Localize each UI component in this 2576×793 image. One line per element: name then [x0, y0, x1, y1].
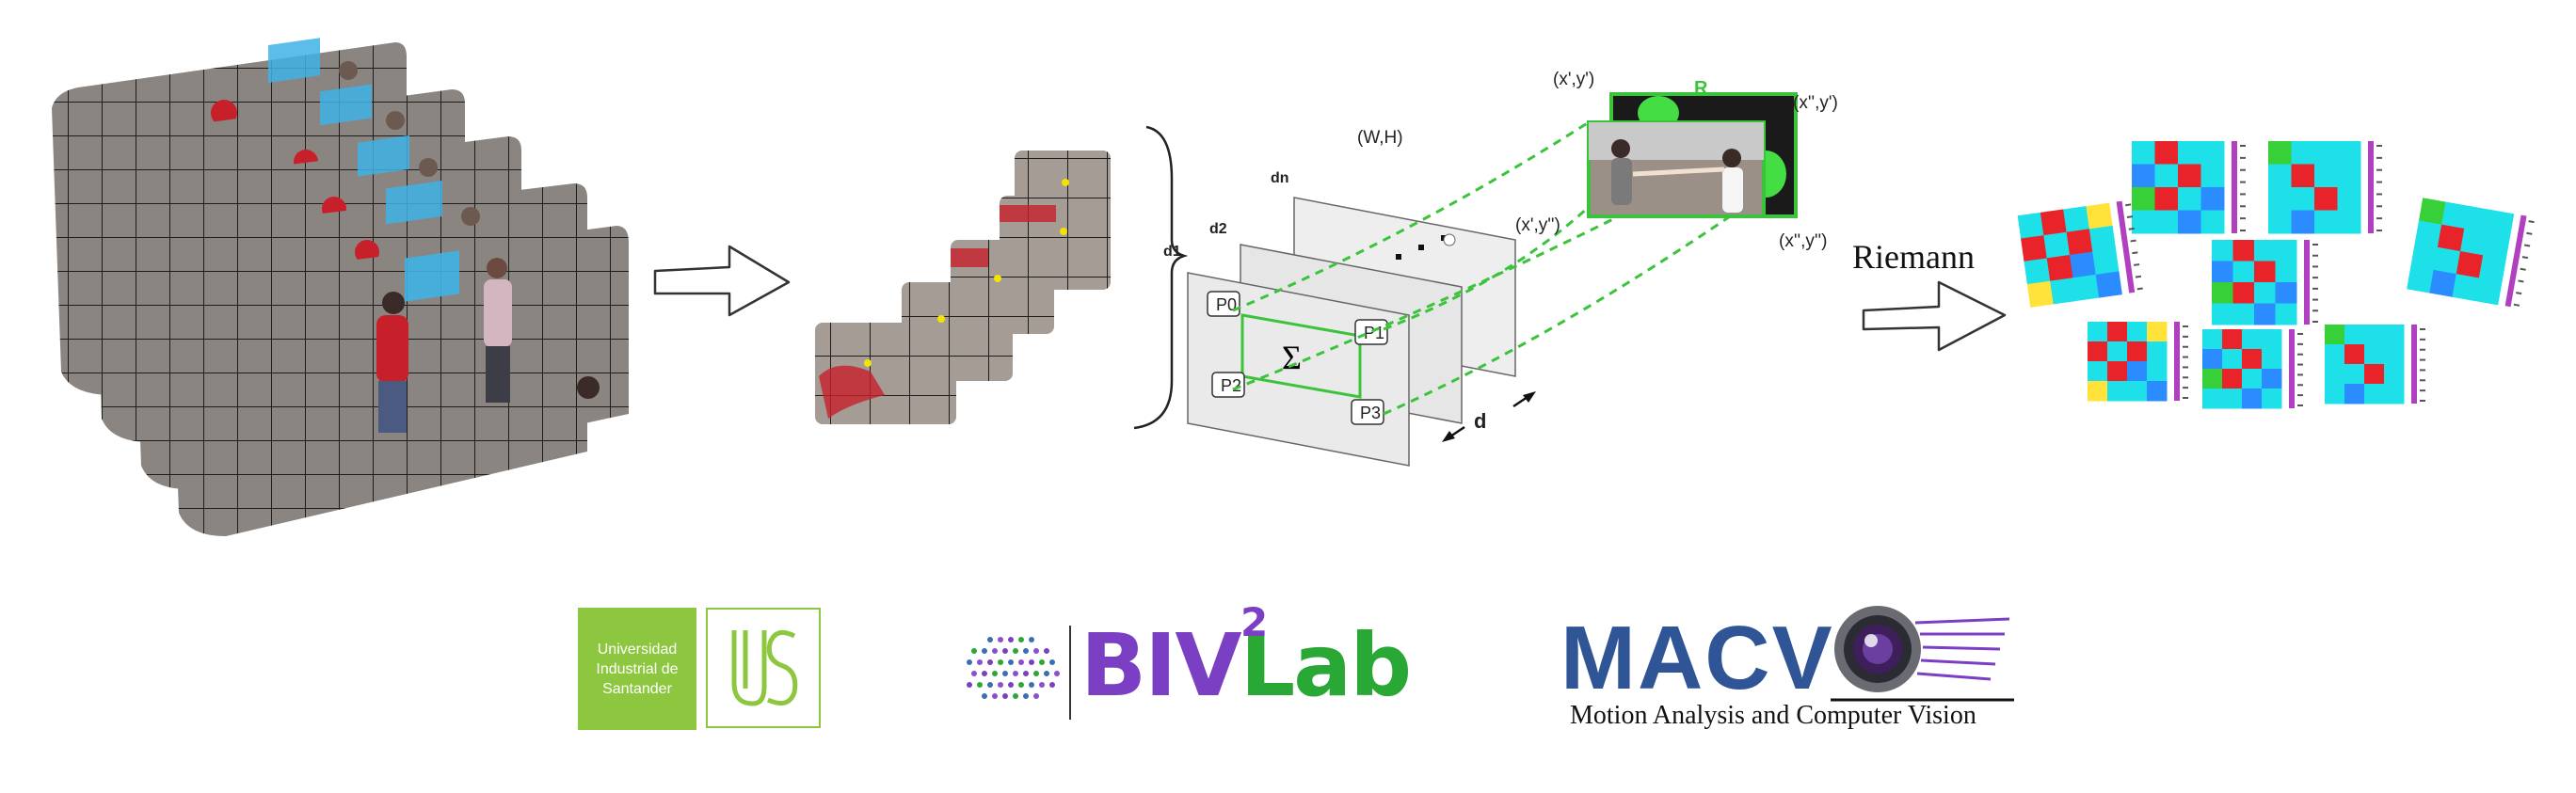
corner-p3: P3 — [1351, 399, 1384, 425]
label-d2: d2 — [1209, 221, 1227, 237]
hollow-arrow-icon — [653, 245, 791, 317]
biv2lab-lab: Lab — [1240, 615, 1413, 716]
coord-x1-y1: (x',y') — [1553, 70, 1594, 89]
covariance-matrices — [2017, 141, 2535, 409]
covariance-matrix — [2017, 200, 2143, 308]
image-region: R (x',y') (x'',y') (x',y'') (x'',y'') — [1515, 70, 1838, 251]
covariance-matrix — [2268, 141, 2382, 234]
patch-stack — [815, 151, 1111, 424]
projection-lines — [1232, 120, 1752, 416]
coord-x2-y2: (x'',y'') — [1779, 231, 1827, 251]
corner-p2: P2 — [1211, 372, 1245, 398]
label-d1: d1 — [1163, 244, 1181, 260]
macv-title: MACV — [1560, 608, 1834, 708]
svg-text:P2: P2 — [1221, 376, 1241, 395]
label-dn: dn — [1271, 170, 1289, 186]
svg-text:P1: P1 — [1364, 324, 1384, 342]
corner-p1: P1 — [1354, 319, 1388, 345]
coord-x2-y1: (x'',y') — [1793, 93, 1838, 113]
riemann-label: Riemann — [1852, 238, 1975, 276]
coord-x1-y2: (x',y'') — [1515, 215, 1560, 235]
ellipsis-dots — [1396, 233, 1456, 260]
integral-region — [1240, 313, 1362, 399]
covariance-matrix — [2212, 240, 2318, 325]
uis-line1: Universidad — [597, 641, 678, 658]
uis-logo-text: Universidad Industrial de Santander — [578, 608, 696, 730]
covariance-matrix — [2325, 325, 2425, 404]
biv2lab-wordmark: BIVLab — [1080, 623, 1412, 709]
covariance-matrix — [2088, 322, 2188, 402]
uis-line2: Industrial de — [596, 660, 679, 677]
uis-logo-mark — [706, 608, 821, 728]
svg-text:P3: P3 — [1360, 404, 1381, 422]
feature-maps: d1 d2 dn (W,H) Σ P0 P1 P2 P3 — [1133, 120, 1752, 467]
uis-line3: Santander — [602, 680, 672, 697]
biv2lab-superscript: 2 — [1240, 599, 1269, 645]
label-d: d — [1474, 409, 1486, 433]
video-frame-stack — [52, 38, 629, 536]
corner-p0: P0 — [1207, 291, 1240, 317]
curly-brace — [1133, 125, 1189, 430]
camera-lens-icon — [1831, 606, 2014, 702]
sum-symbol: Σ — [1282, 339, 1302, 376]
macv-subtitle: Motion Analysis and Computer Vision — [1570, 701, 1976, 730]
covariance-matrix — [2202, 329, 2303, 409]
covariance-matrix — [2407, 198, 2535, 308]
video-patch — [815, 323, 956, 424]
label-wh: (W,H) — [1357, 128, 1403, 148]
covariance-matrix — [2132, 141, 2246, 234]
brain-network-icon — [967, 637, 1060, 699]
label-r: R — [1694, 78, 1708, 99]
depth-arrow — [1442, 391, 1536, 442]
uis-monogram-icon — [731, 629, 798, 706]
video-frame-front — [207, 226, 629, 494]
biv2lab-divider — [1069, 626, 1071, 720]
biv2lab-biv: BIV — [1080, 615, 1242, 716]
svg-text:P0: P0 — [1216, 295, 1237, 314]
hollow-arrow-icon — [1862, 280, 2007, 352]
